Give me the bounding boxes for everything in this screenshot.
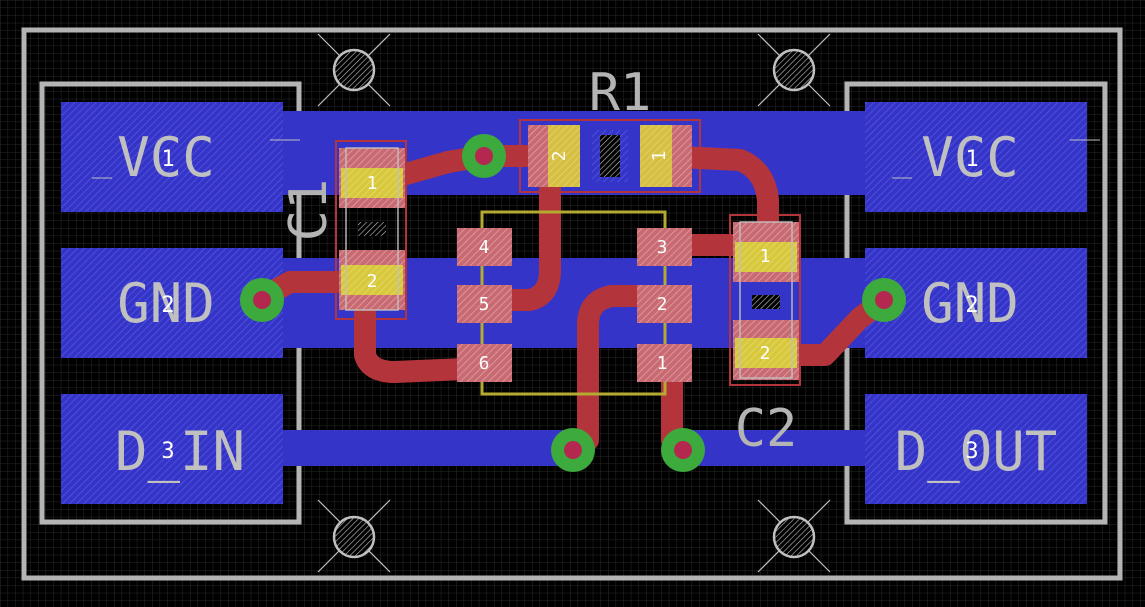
c1-pad-1-label: 1 bbox=[367, 173, 378, 194]
r1-reference: R1 bbox=[589, 63, 652, 123]
c2-silk-outline bbox=[739, 221, 793, 379]
u1-pad-3[interactable] bbox=[637, 228, 692, 266]
r1-silk-mark bbox=[600, 135, 620, 177]
via-din[interactable] bbox=[551, 428, 595, 472]
pin-left-3: 3 bbox=[161, 439, 174, 464]
capacitor-c2[interactable]: 1 2 C2 bbox=[729, 214, 801, 459]
label-left-vcc: VCC bbox=[117, 126, 215, 189]
u1-pad-1[interactable] bbox=[637, 344, 692, 382]
c1-body-outline bbox=[335, 140, 407, 320]
ic-u1[interactable]: 4 5 6 3 2 1 bbox=[457, 210, 692, 396]
r1-pad-2-smd bbox=[548, 125, 580, 187]
label-left-gnd: GND bbox=[117, 272, 215, 335]
u1-pin-1-label: 1 bbox=[657, 353, 668, 374]
trace-c1-to-u1-pin6 bbox=[354, 289, 499, 383]
c2-pad-2 bbox=[735, 338, 797, 368]
via-vcc[interactable] bbox=[462, 134, 506, 178]
pin-right-1: 1 bbox=[965, 147, 978, 172]
via-gnd-right[interactable] bbox=[862, 278, 906, 322]
c1-pad-2 bbox=[341, 265, 403, 295]
connector-pad-right-dout[interactable] bbox=[865, 394, 1087, 504]
vias bbox=[240, 134, 906, 472]
capacitor-c1[interactable]: 1 2 C1 bbox=[279, 140, 407, 320]
resistor-r1[interactable]: 2 1 R1 bbox=[519, 63, 701, 193]
c1-silk-mark bbox=[358, 222, 386, 236]
mounting-hole-bottom-left bbox=[317, 499, 391, 573]
r1-pad-1-smd bbox=[640, 125, 672, 187]
trace-u1-pin2-to-din bbox=[564, 285, 676, 459]
r1-pad-2-label: 2 bbox=[549, 151, 570, 162]
c1-silk-outline bbox=[345, 147, 399, 311]
r1-pad-1-label: 1 bbox=[649, 151, 670, 162]
u1-pin-2-label: 2 bbox=[657, 294, 668, 315]
pin-left-1: 1 bbox=[161, 147, 174, 172]
u1-pad-6[interactable] bbox=[457, 344, 512, 382]
connector-pin-numbers: 1 2 3 1 2 3 bbox=[161, 147, 978, 464]
c2-body-outline bbox=[729, 214, 801, 386]
c1-reference: C1 bbox=[279, 179, 339, 242]
label-right-dout: D_OUT bbox=[895, 420, 1058, 483]
mounting-holes bbox=[317, 33, 831, 573]
label-left-din: D_IN bbox=[115, 420, 245, 483]
board-outline bbox=[21, 27, 1123, 581]
trace-dout-bottom bbox=[685, 430, 867, 466]
u1-pin-6-label: 6 bbox=[479, 353, 490, 374]
c2-pad-2-label: 2 bbox=[760, 343, 771, 364]
label-right-gnd: GND bbox=[921, 272, 1019, 335]
mounting-hole-top-right bbox=[757, 33, 831, 107]
label-right-vcc: VCC bbox=[921, 126, 1019, 189]
c2-pad-1-label: 1 bbox=[760, 246, 771, 267]
connector-pad-left-din[interactable] bbox=[61, 394, 283, 504]
trace-u1-pin5-to-r1 bbox=[477, 167, 561, 311]
u1-pin-5-label: 5 bbox=[479, 294, 490, 315]
connector-pad-right-vcc[interactable] bbox=[865, 102, 1087, 212]
via-gnd-left[interactable] bbox=[240, 278, 284, 322]
connector-pad-left-vcc[interactable] bbox=[61, 102, 283, 212]
r1-body-outline bbox=[519, 119, 701, 193]
c2-pad-1 bbox=[735, 242, 797, 272]
c1-pad-1 bbox=[341, 168, 403, 198]
right-connector bbox=[865, 102, 1087, 504]
c1-pad-2-label: 2 bbox=[367, 271, 378, 292]
pad-origin-marks bbox=[92, 139, 1100, 179]
u1-pad-5[interactable] bbox=[457, 285, 512, 323]
trace-din-bottom bbox=[283, 430, 565, 466]
u1-pad-4[interactable] bbox=[457, 228, 512, 266]
u1-pad-2[interactable] bbox=[637, 285, 692, 323]
via-dout[interactable] bbox=[661, 428, 705, 472]
mounting-hole-top-left bbox=[317, 33, 391, 107]
pin-left-2: 2 bbox=[161, 293, 174, 318]
c2-silk-mark bbox=[752, 295, 780, 309]
trace-r1-to-c2 bbox=[649, 145, 779, 259]
pin-right-2: 2 bbox=[965, 293, 978, 318]
pin-right-3: 3 bbox=[965, 439, 978, 464]
mounting-hole-bottom-right bbox=[757, 499, 831, 573]
u1-pin-3-label: 3 bbox=[657, 237, 668, 258]
u1-pin-4-label: 4 bbox=[479, 237, 490, 258]
connector-labels: VCC GND D_IN VCC GND D_OUT bbox=[115, 126, 1057, 483]
c2-reference: C2 bbox=[735, 399, 798, 459]
